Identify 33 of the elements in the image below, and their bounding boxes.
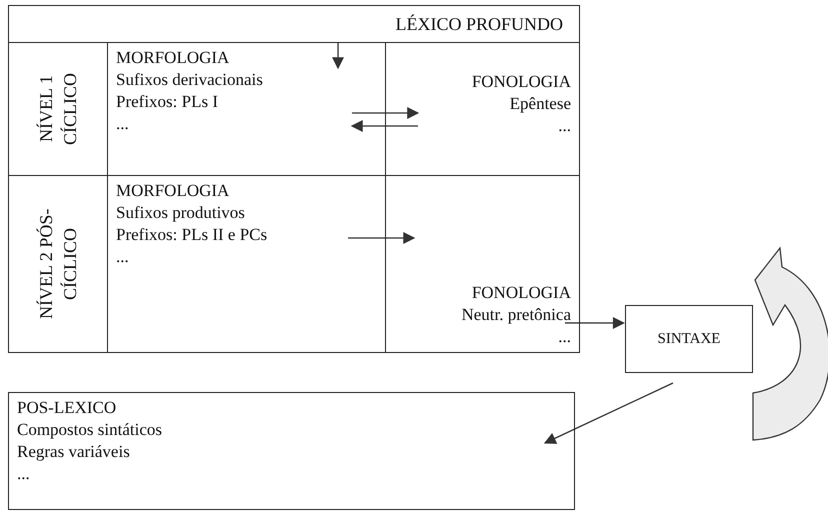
- box-label: SINTAXE: [658, 330, 720, 349]
- list-item: Sufixos produtivos: [116, 202, 246, 224]
- level-label: NÍVEL 2 PÓS- CÍCLICO: [35, 208, 81, 322]
- arrow: [350, 120, 418, 132]
- header-cell: [8, 5, 580, 43]
- list-item: ...: [558, 115, 571, 137]
- list-item: ...: [558, 326, 571, 348]
- header-title: LÉXICO PROFUNDO: [395, 13, 563, 35]
- section-heading: MORFOLOGIA: [116, 180, 230, 202]
- arrow: [564, 317, 625, 329]
- arrow: [348, 232, 416, 244]
- list-item: Compostos sintáticos: [17, 419, 163, 441]
- level-label: NÍVEL 1 CÍCLICO: [35, 72, 81, 147]
- arrow: [544, 382, 674, 444]
- list-item: ...: [116, 113, 130, 135]
- arrow: [352, 107, 420, 120]
- list-item: Regras variáveis: [17, 441, 131, 463]
- list-item: ...: [116, 246, 130, 268]
- arrow: [332, 43, 344, 70]
- phonology-cell: [385, 175, 580, 353]
- list-item: ...: [17, 463, 31, 485]
- section-heading: MORFOLOGIA: [116, 47, 230, 69]
- list-item: Sufixos derivacionais: [116, 69, 264, 91]
- list-item: Epêntese: [510, 93, 571, 115]
- section-heading: POS-LEXICO: [17, 397, 118, 419]
- post-lexical-box: [8, 392, 575, 510]
- syntax-box: [625, 305, 753, 373]
- list-item: Prefixos: PLs I: [116, 91, 219, 113]
- list-item: Prefixos: PLs II e PCs: [116, 224, 268, 246]
- list-item: Neutr. pretônica: [461, 304, 571, 326]
- section-heading: FONOLOGIA: [472, 71, 571, 93]
- level-label-cell: [8, 175, 108, 353]
- section-heading: FONOLOGIA: [472, 282, 571, 304]
